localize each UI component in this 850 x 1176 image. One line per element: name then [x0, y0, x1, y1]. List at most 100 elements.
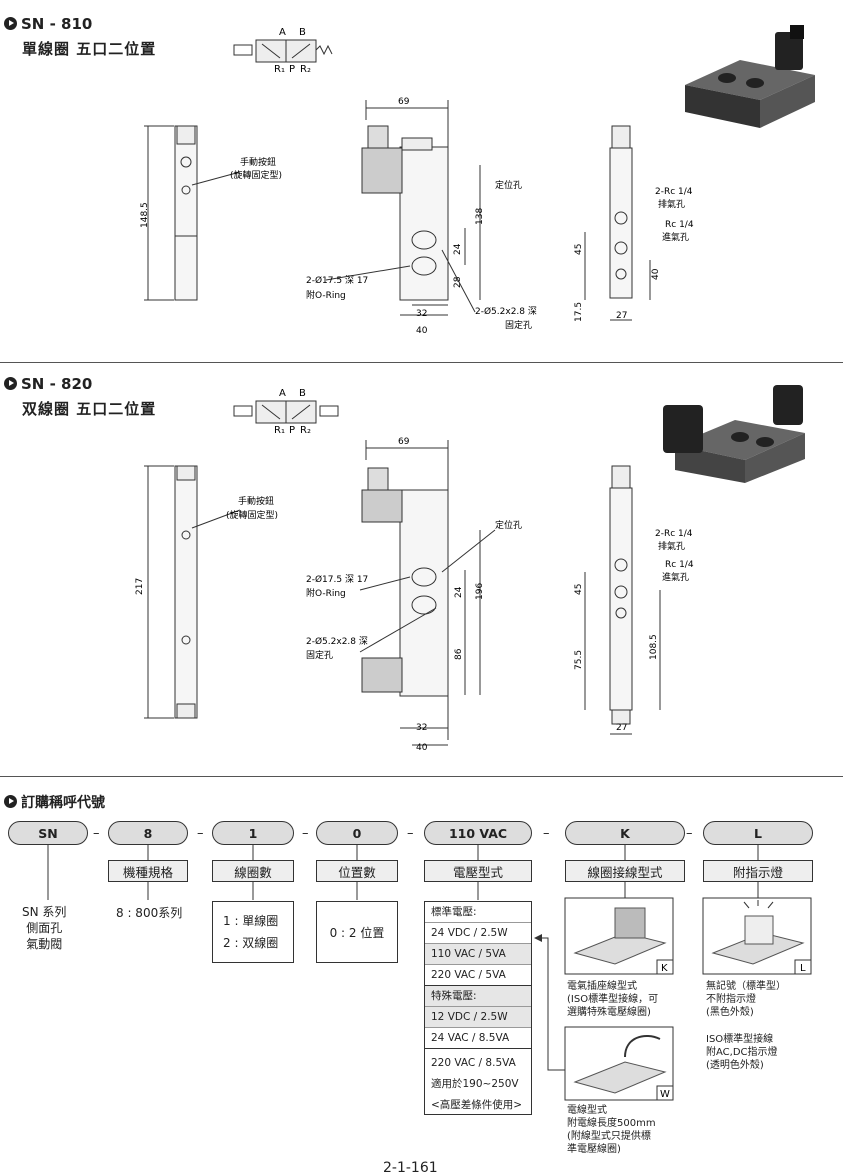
label-coil: 線圈數 — [212, 860, 294, 882]
svg-text:Rc 1/4: Rc 1/4 — [665, 560, 694, 570]
dash: – — [407, 826, 414, 841]
svg-text:86: 86 — [454, 648, 464, 660]
spec-description: 8 : 800系列 — [116, 906, 183, 920]
svg-text:Rc 1/4: Rc 1/4 — [665, 220, 694, 230]
dash: – — [302, 826, 309, 841]
svg-text:手動按鈕: 手動按鈕 — [240, 156, 276, 168]
svg-text:2-Rc 1/4: 2-Rc 1/4 — [655, 529, 693, 539]
svg-text:R₂: R₂ — [300, 425, 311, 436]
label-lamp: 附指示燈 — [703, 860, 813, 882]
voltage-options: 標準電壓: 24 VDC / 2.5W 110 VAC / 5VA 220 VA… — [424, 901, 532, 1115]
bullet-icon — [4, 795, 17, 808]
svg-text:P: P — [289, 64, 295, 75]
svg-text:A: A — [279, 27, 286, 38]
position-options: 0 : 2 位置 — [316, 901, 398, 963]
svg-text:L: L — [800, 963, 806, 974]
lamp-iso-description: ISO標準型接線 附AC,DC指示燈 (透明色外殼) — [706, 1034, 778, 1071]
svg-text:附O-Ring: 附O-Ring — [306, 587, 346, 599]
wiring-k-description: 電氣插座線型式 (ISO標準型接線，可 選購特殊電壓線圈) — [567, 981, 659, 1018]
valve-symbol-2: A B R₁ P R₂ — [233, 388, 339, 436]
section-1-model: SN - 810 — [4, 15, 92, 33]
svg-text:27: 27 — [616, 723, 627, 733]
product-photo-810 — [685, 25, 815, 128]
svg-text:75.5: 75.5 — [574, 650, 584, 670]
svg-text:196: 196 — [475, 583, 485, 600]
svg-text:217: 217 — [135, 578, 145, 595]
svg-text:45: 45 — [574, 584, 584, 595]
valve-symbol-1: A B R₁ P R₂ — [233, 27, 333, 75]
svg-text:2-Ø5.2x2.8 深: 2-Ø5.2x2.8 深 — [306, 636, 368, 647]
svg-text:R₁: R₁ — [274, 425, 285, 436]
section-2-model: SN - 820 — [4, 375, 92, 393]
svg-text:A: A — [279, 388, 286, 399]
svg-text:排氣孔: 排氣孔 — [658, 198, 685, 210]
code-sn: SN — [8, 821, 88, 845]
wiring-w-image: W — [564, 1026, 674, 1101]
divider — [0, 776, 843, 777]
section-2-title: 双線圈 五口二位置 — [22, 400, 157, 418]
dash: – — [93, 826, 100, 841]
svg-text:17.5: 17.5 — [574, 302, 584, 322]
svg-text:32: 32 — [416, 723, 427, 733]
bullet-icon — [4, 17, 17, 30]
arrow-connector — [534, 934, 566, 1071]
svg-text:手動按鈕: 手動按鈕 — [238, 495, 274, 507]
svg-text:138: 138 — [475, 208, 485, 225]
svg-text:R₁: R₁ — [274, 64, 285, 75]
drawing-810: 148.5 手動按鈕 (旋轉固定型) 69 定位孔 138 24 28 2-Ø1… — [140, 97, 694, 336]
svg-text:排氣孔: 排氣孔 — [658, 540, 685, 552]
svg-text:108.5: 108.5 — [649, 634, 659, 660]
svg-text:45: 45 — [574, 244, 584, 255]
code-wiring: K — [565, 821, 685, 845]
sn-description: SN 系列 側面孔 氣動閥 — [22, 905, 67, 951]
svg-text:K: K — [661, 963, 668, 974]
svg-text:附O-Ring: 附O-Ring — [306, 289, 346, 301]
page-number: 2-1-161 — [383, 1160, 438, 1176]
svg-text:40: 40 — [416, 743, 428, 753]
svg-text:(旋轉固定型): (旋轉固定型) — [226, 509, 278, 521]
svg-text:69: 69 — [398, 437, 410, 447]
wiring-w-description: 電線型式 附電線長度500mm (附線型式只提供標 準電壓線圈) — [567, 1105, 656, 1155]
label-spec: 機種規格 — [108, 860, 188, 882]
svg-text:69: 69 — [398, 97, 410, 107]
svg-text:B: B — [299, 27, 306, 38]
bullet-icon — [4, 377, 17, 390]
svg-text:定位孔: 定位孔 — [495, 519, 522, 531]
svg-text:40: 40 — [651, 268, 661, 280]
connector-lines — [47, 845, 759, 900]
svg-text:2-Ø17.5 深 17: 2-Ø17.5 深 17 — [306, 574, 368, 585]
svg-text:定位孔: 定位孔 — [495, 179, 522, 191]
code-coil: 1 — [212, 821, 294, 845]
svg-text:P: P — [289, 425, 295, 436]
svg-text:W: W — [660, 1089, 670, 1100]
drawing-820: 217 手動按鈕 (旋轉固定型) 69 定位孔 2-Ø17.5 深 17 附O-… — [135, 437, 694, 753]
code-voltage: 110 VAC — [424, 821, 532, 845]
order-title: 訂購稱呼代號 — [4, 792, 105, 812]
lamp-l-description: 無記號（標準型） 不附指示燈 (黑色外殼) — [706, 981, 786, 1018]
svg-text:進氣孔: 進氣孔 — [662, 231, 689, 243]
svg-text:固定孔: 固定孔 — [505, 319, 532, 331]
dash: – — [686, 826, 693, 841]
svg-text:148.5: 148.5 — [140, 202, 150, 228]
svg-text:B: B — [299, 388, 306, 399]
code-spec: 8 — [108, 821, 188, 845]
svg-text:2-Ø17.5 深 17: 2-Ø17.5 深 17 — [306, 275, 368, 286]
code-lamp: L — [703, 821, 813, 845]
svg-text:40: 40 — [416, 326, 428, 336]
svg-text:24: 24 — [453, 243, 463, 255]
svg-text:(旋轉固定型): (旋轉固定型) — [230, 169, 282, 181]
svg-text:R₂: R₂ — [300, 64, 311, 75]
svg-text:2-Ø5.2x2.8 深: 2-Ø5.2x2.8 深 — [475, 306, 537, 317]
coil-options: 1 : 單線圈 2 : 双線圈 — [212, 901, 294, 963]
svg-text:2-Rc 1/4: 2-Rc 1/4 — [655, 187, 693, 197]
label-voltage: 電壓型式 — [424, 860, 532, 882]
wiring-k-image: K — [564, 897, 674, 975]
dash: – — [543, 826, 550, 841]
svg-text:固定孔: 固定孔 — [306, 649, 333, 661]
dash: – — [197, 826, 204, 841]
label-wiring: 線圈接線型式 — [565, 860, 685, 882]
section-1-title: 單線圈 五口二位置 — [22, 40, 157, 58]
svg-text:27: 27 — [616, 311, 627, 321]
svg-text:32: 32 — [416, 309, 427, 319]
code-position: 0 — [316, 821, 398, 845]
